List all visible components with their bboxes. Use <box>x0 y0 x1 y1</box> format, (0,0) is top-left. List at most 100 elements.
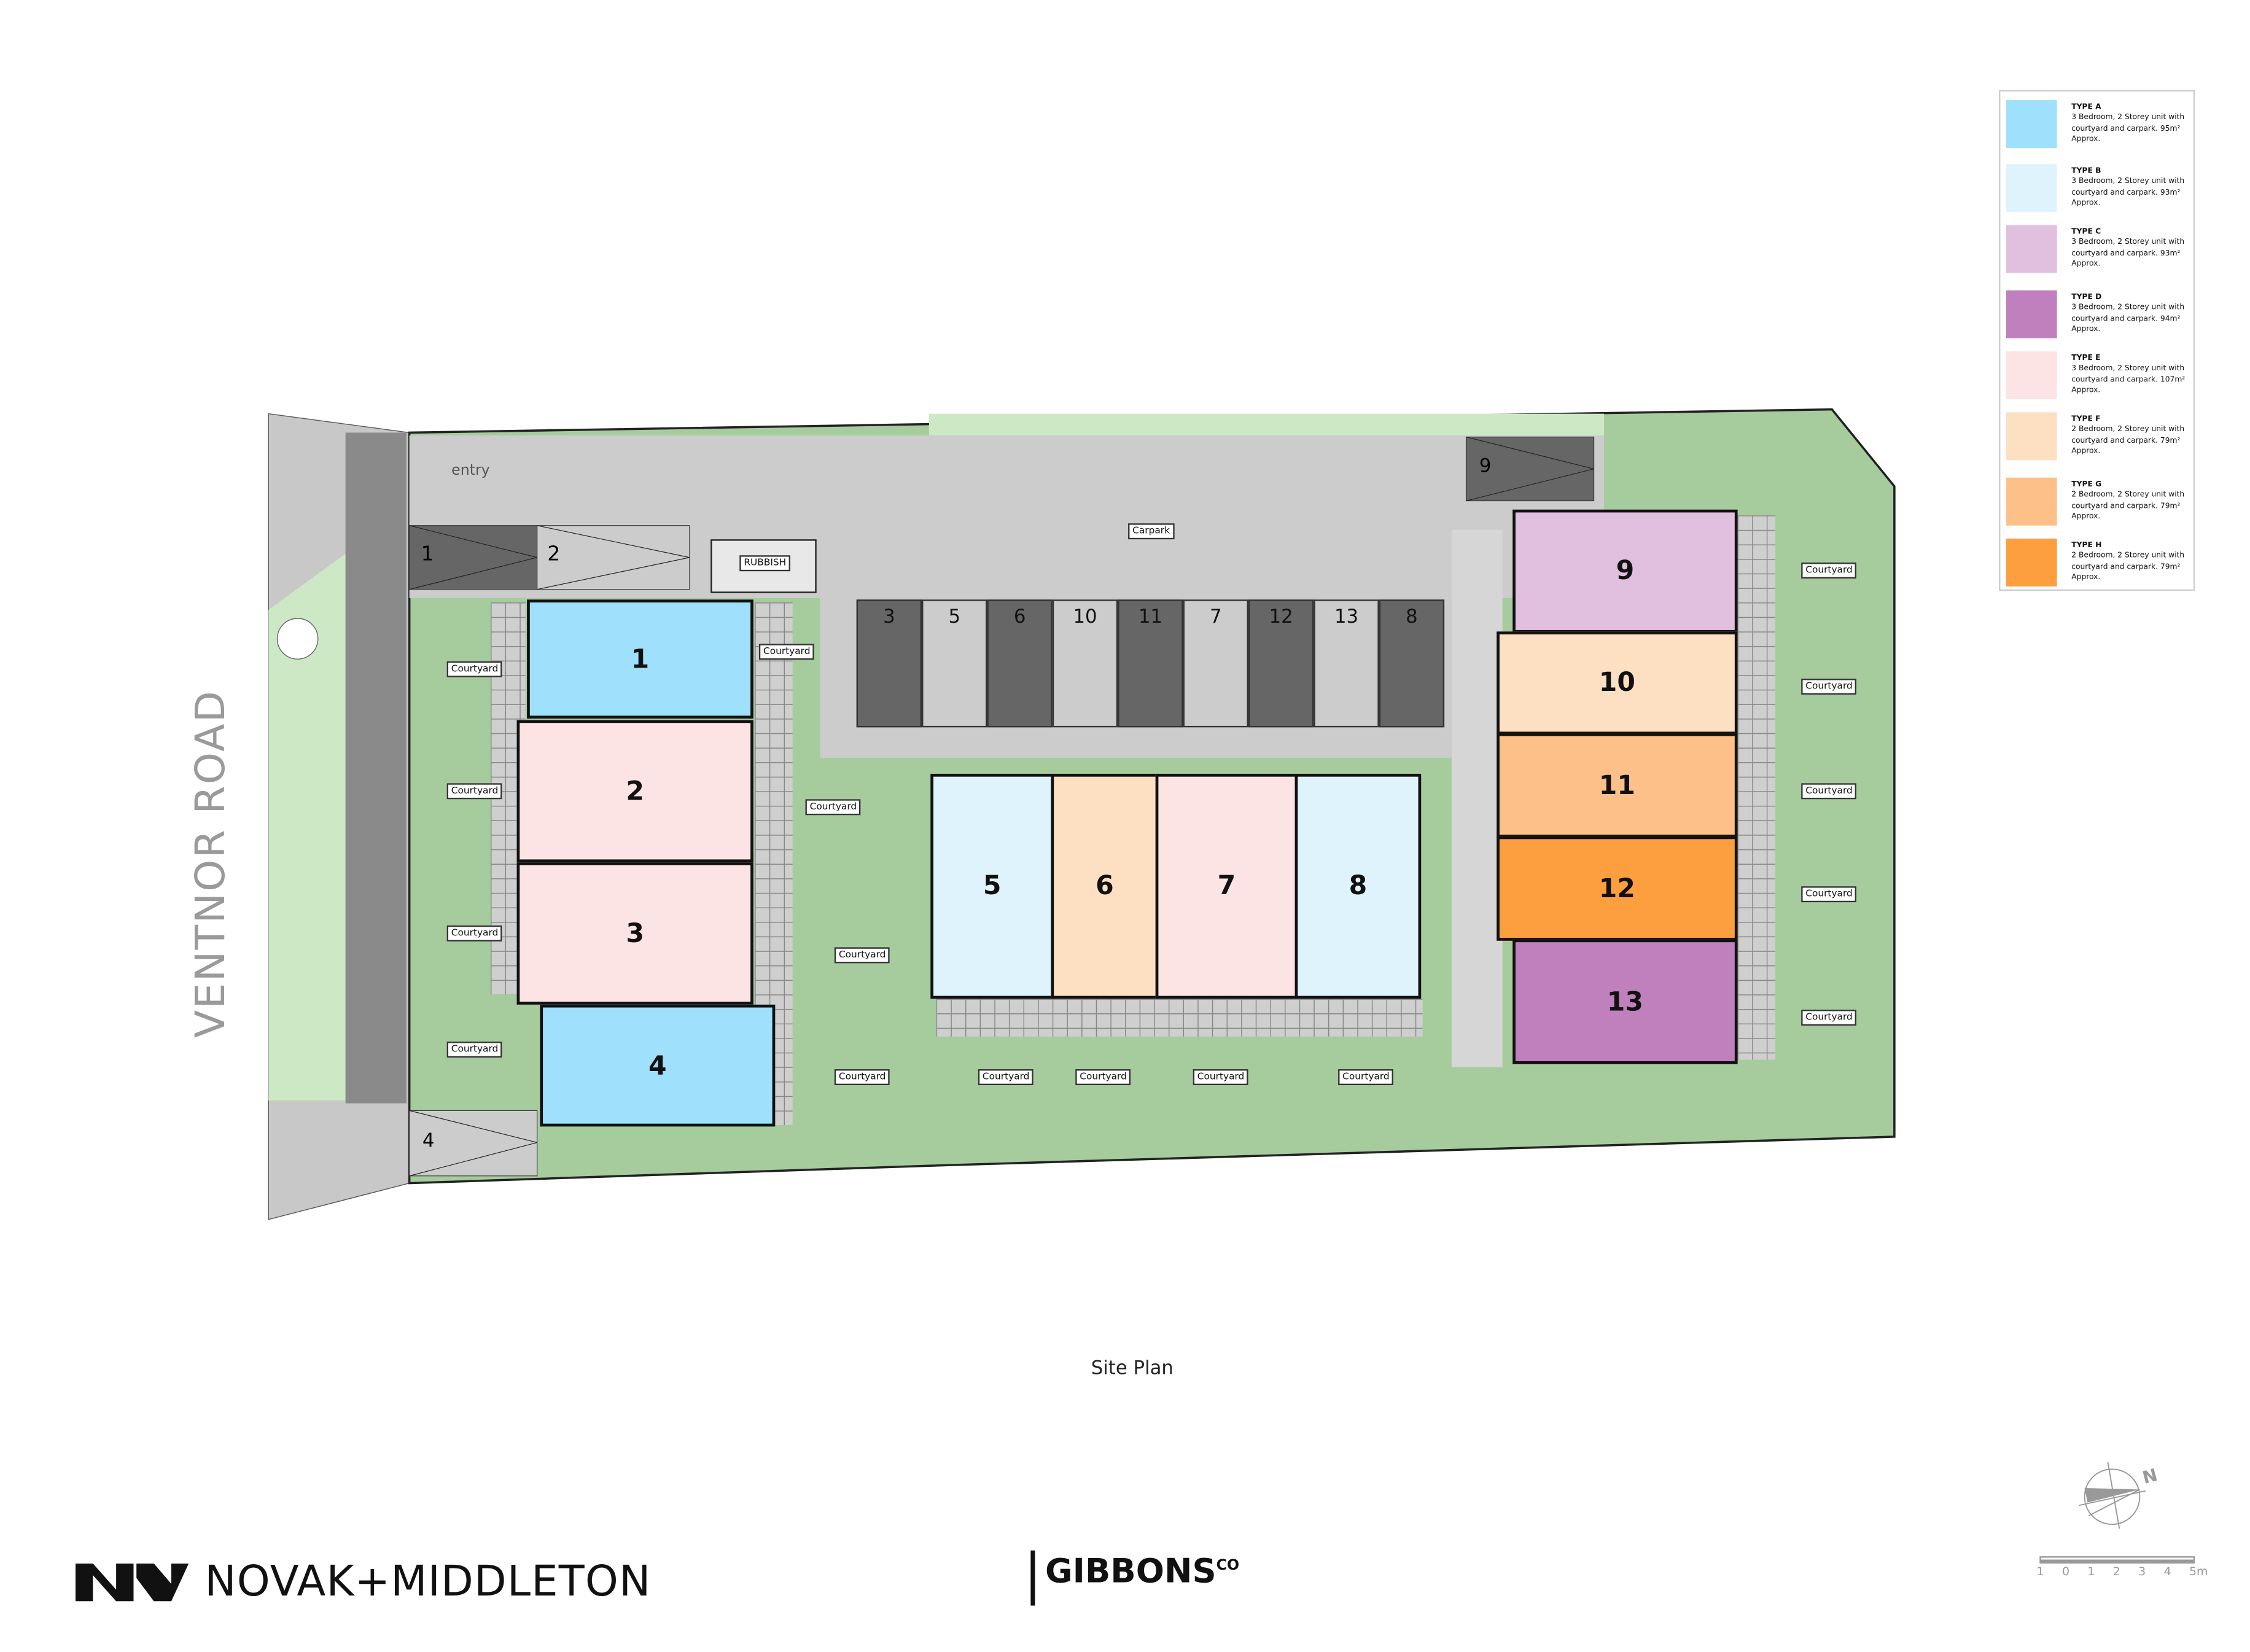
unit-4: 4 <box>540 1004 776 1127</box>
scale-bar <box>2039 1556 2195 1564</box>
carpark-bay-13: 13 <box>1314 599 1379 728</box>
courtyard-label: Courtyard <box>446 1042 503 1058</box>
bay-label-4: 4 <box>422 1131 435 1153</box>
entry-label: entry <box>451 463 490 480</box>
legend-type: TYPE F <box>2071 415 2101 424</box>
unit-7: 7 <box>1155 773 1298 999</box>
scale-labels: 1 0 1 2 3 4 5m <box>2037 1565 2208 1578</box>
unit-number: 8 <box>1349 871 1368 902</box>
carpark-bay-10: 10 <box>1052 599 1118 728</box>
legend-type: TYPE G <box>2071 480 2102 489</box>
courtyard-label: Courtyard <box>1193 1069 1249 1086</box>
bay-4-fill <box>409 1110 538 1177</box>
top-verge <box>928 413 1605 436</box>
legend-text: TYPE F 2 Bedroom, 2 Storey unit with cour… <box>2071 415 2199 458</box>
unit-number: 7 <box>1217 871 1236 902</box>
legend-swatch <box>2006 412 2057 461</box>
legend-item: TYPE F 2 Bedroom, 2 Storey unit with cour… <box>2006 412 2195 464</box>
scale-tick: 4 <box>2163 1565 2171 1578</box>
bay-label-9: 9 <box>1479 456 1492 478</box>
legend-swatch <box>2006 164 2057 212</box>
courtyard-label: Courtyard <box>446 783 503 800</box>
gibbons-logo: GIBBONSCO <box>1045 1553 1239 1591</box>
unit-number: 5 <box>983 871 1002 902</box>
unit-number: 2 <box>626 776 645 807</box>
nature-strip <box>268 551 349 1101</box>
unit-13: 13 <box>1512 939 1738 1064</box>
legend-text: TYPE E 3 Bedroom, 2 Storey unit with cour… <box>2071 354 2199 397</box>
legend-type: TYPE B <box>2071 166 2101 176</box>
novak-middleton-logo: NOVAK+MIDDLETON <box>204 1556 652 1606</box>
courtyard-label: Courtyard <box>1801 886 1857 903</box>
scale-tick: 1 <box>2087 1565 2095 1578</box>
bay-label-2: 2 <box>547 543 561 566</box>
unit-number: 11 <box>1598 770 1636 801</box>
carpark-bay-3: 3 <box>856 599 922 728</box>
path-east <box>1451 529 1503 1067</box>
scale-tick: 2 <box>2112 1565 2120 1578</box>
footpath <box>345 432 407 1104</box>
legend-type: TYPE E <box>2071 354 2101 363</box>
carpark-bay-12: 12 <box>1248 599 1314 728</box>
courtyard-label: Courtyard <box>1801 563 1857 579</box>
carpark-bay-11: 11 <box>1118 599 1183 728</box>
unit-number: 12 <box>1598 873 1636 904</box>
legend-desc: 3 Bedroom, 2 Storey unit with courtyard … <box>2071 365 2186 395</box>
gibbons-logo-suffix: CO <box>1216 1558 1240 1575</box>
courtyard-label: Courtyard <box>834 1069 890 1086</box>
bay-label-1: 1 <box>421 543 434 566</box>
legend-desc: 2 Bedroom, 2 Storey unit with courtyard … <box>2071 426 2185 456</box>
legend-swatch <box>2006 351 2057 400</box>
legend-desc: 3 Bedroom, 2 Storey unit with courtyard … <box>2071 177 2185 208</box>
legend-swatch <box>2006 225 2057 273</box>
courtyard-label: Courtyard <box>1338 1069 1394 1086</box>
courtyard-label: Courtyard <box>1801 783 1857 800</box>
legend-desc: 3 Bedroom, 2 Storey unit with courtyard … <box>2071 114 2185 144</box>
courtyard-label: Courtyard <box>758 644 815 660</box>
unit-6: 6 <box>1051 773 1159 999</box>
legend-swatch <box>2006 477 2057 526</box>
tree-icon <box>276 618 319 660</box>
carpark-bay-6: 6 <box>987 599 1053 728</box>
scale-tick: 3 <box>2138 1565 2146 1578</box>
legend-swatch <box>2006 290 2057 338</box>
logo-divider <box>1030 1550 1035 1606</box>
unit-10: 10 <box>1497 631 1738 735</box>
scale-tick: 5m <box>2189 1565 2208 1578</box>
legend-type: TYPE H <box>2071 541 2102 550</box>
unit-8: 8 <box>1294 773 1422 999</box>
unit-number: 9 <box>1616 556 1635 587</box>
courtyard-label: Courtyard <box>834 947 890 964</box>
courtyard-label: Courtyard <box>446 661 503 677</box>
road-name: VENTNOR ROAD <box>186 689 235 1038</box>
unit-2: 2 <box>516 720 753 863</box>
legend-type: TYPE C <box>2071 228 2101 237</box>
paving <box>936 999 1423 1037</box>
unit-5: 5 <box>930 773 1054 999</box>
gibbons-logo-text: GIBBONS <box>1045 1553 1216 1591</box>
legend-item: TYPE G 2 Bedroom, 2 Storey unit with cour… <box>2006 477 2195 530</box>
scale-tick: 1 <box>2036 1565 2044 1578</box>
carpark-bay-8: 8 <box>1379 599 1445 728</box>
paving <box>1737 515 1776 1060</box>
unit-11: 11 <box>1497 733 1738 838</box>
legend-desc: 2 Bedroom, 2 Storey unit with courtyard … <box>2071 491 2185 521</box>
novak-middleton-logo-icon <box>75 1563 189 1602</box>
courtyard-label: Courtyard <box>805 799 862 816</box>
bay-1-fill <box>409 525 538 590</box>
unit-number: 1 <box>631 644 650 675</box>
unit-number: 10 <box>1598 668 1636 699</box>
unit-number: 4 <box>648 1050 667 1081</box>
unit-9: 9 <box>1512 509 1738 633</box>
